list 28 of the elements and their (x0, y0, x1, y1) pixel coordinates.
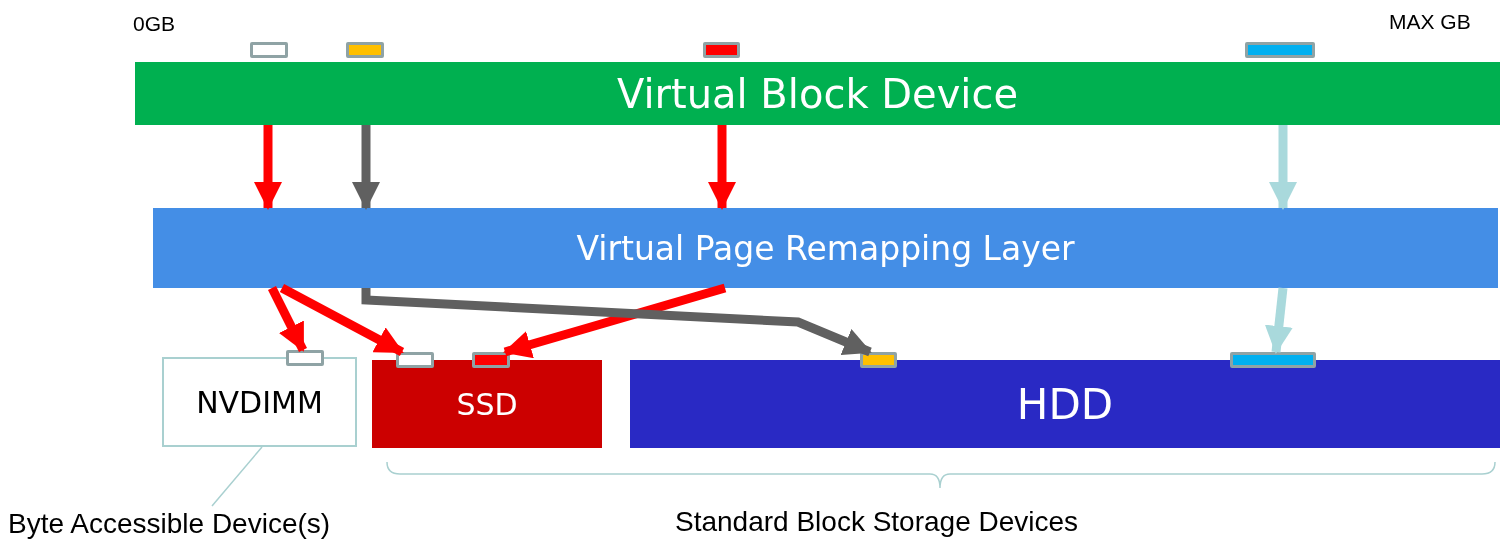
arrow (503, 283, 727, 359)
storage-block (472, 352, 510, 368)
storage-block (396, 352, 434, 368)
storage-block (286, 350, 324, 366)
storage-block (250, 42, 288, 58)
caption-text: Byte Accessible Device(s) (8, 506, 448, 542)
layer-bar: Virtual Page Remapping Layer (153, 208, 1498, 288)
arrow (708, 125, 736, 210)
device-box: HDD (630, 360, 1500, 448)
leader-line (211, 446, 263, 507)
axis-label: 0GB (133, 12, 176, 36)
storage-block (346, 42, 384, 58)
device-bar: Virtual Block Device (135, 62, 1500, 125)
arrow (352, 125, 380, 210)
axis-label: MAX GB (1389, 10, 1471, 34)
arrow (267, 286, 308, 352)
arrow (1269, 125, 1297, 210)
storage-block (1245, 42, 1315, 58)
device-box: SSD (372, 360, 602, 448)
axis-label: Standard Block Storage Devices (675, 506, 1079, 538)
storage-block (703, 42, 740, 58)
storage-block (1230, 352, 1316, 368)
arrow (361, 288, 872, 357)
device-box: NVDIMM (162, 357, 357, 447)
arrow (254, 125, 282, 210)
arrow (1264, 287, 1293, 354)
storage-block (860, 352, 897, 368)
arrow (279, 284, 405, 356)
